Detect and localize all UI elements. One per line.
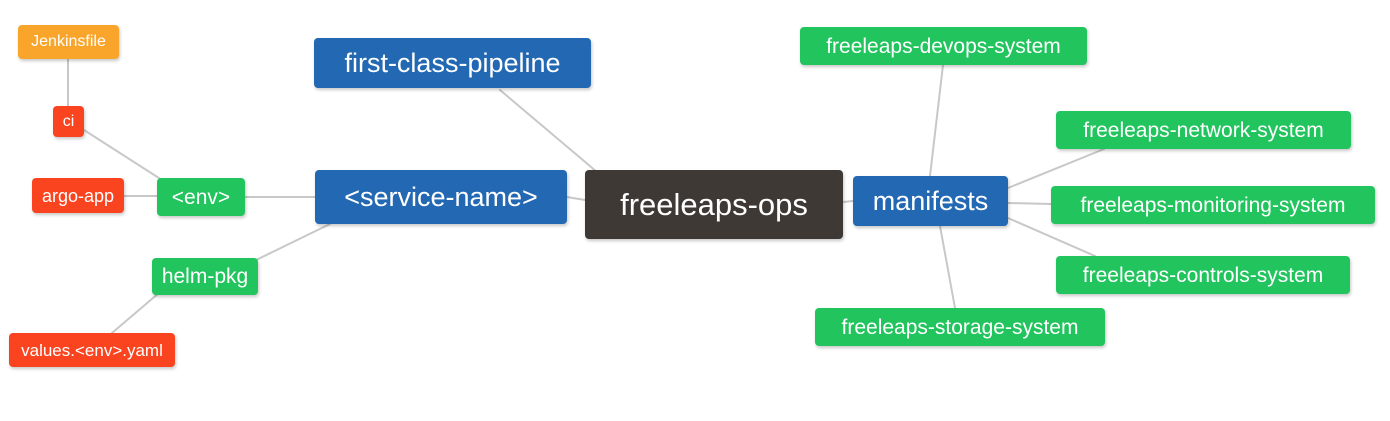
edge-freeleaps-ops-to-manifests — [842, 200, 854, 203]
node-label-jenkinsfile: Jenkinsfile — [31, 33, 106, 50]
node-helm-pkg[interactable]: helm-pkg — [152, 258, 258, 295]
node-label-ci: ci — [62, 112, 75, 130]
node-freeleaps-storage-system[interactable]: freeleaps-storage-system — [815, 308, 1105, 346]
edge-manifests-to-freeleaps-controls-system — [1007, 217, 1096, 257]
node-label-values-env-yaml: values.<env>.yaml — [21, 340, 163, 360]
node-label-helm-pkg: helm-pkg — [161, 265, 249, 288]
node-manifests[interactable]: manifests — [853, 176, 1008, 226]
node-service-name[interactable]: <service-name> — [315, 170, 567, 224]
node-first-class-pipeline[interactable]: first-class-pipeline — [314, 38, 591, 88]
node-ci[interactable]: ci — [53, 106, 84, 137]
edge-manifests-to-freeleaps-network-system — [1007, 148, 1105, 189]
edge-manifests-to-freeleaps-monitoring-system — [1007, 202, 1052, 205]
edge-helm-pkg-to-values-env-yaml — [111, 291, 161, 334]
node-label-argo-app: argo-app — [41, 185, 115, 206]
node-freeleaps-network-system[interactable]: freeleaps-network-system — [1056, 111, 1351, 149]
node-label-freeleaps-storage-system: freeleaps-storage-system — [841, 315, 1079, 339]
node-label-first-class-pipeline: first-class-pipeline — [344, 47, 561, 78]
edge-service-name-to-helm-pkg — [251, 223, 331, 263]
edge-env-to-ci — [83, 129, 163, 181]
node-freeleaps-devops-system[interactable]: freeleaps-devops-system — [800, 27, 1087, 65]
node-freeleaps-controls-system[interactable]: freeleaps-controls-system — [1056, 256, 1350, 294]
node-label-freeleaps-devops-system: freeleaps-devops-system — [826, 34, 1061, 58]
node-label-freeleaps-controls-system: freeleaps-controls-system — [1082, 263, 1324, 287]
node-values-env-yaml[interactable]: values.<env>.yaml — [9, 333, 175, 367]
edge-freeleaps-ops-to-service-name — [566, 196, 586, 201]
node-label-freeleaps-network-system: freeleaps-network-system — [1083, 118, 1324, 142]
node-freeleaps-monitoring-system[interactable]: freeleaps-monitoring-system — [1051, 186, 1375, 224]
edge-manifests-to-freeleaps-devops-system — [929, 64, 944, 177]
node-argo-app[interactable]: argo-app — [32, 178, 124, 213]
node-label-freeleaps-ops: freeleaps-ops — [620, 187, 808, 222]
node-jenkinsfile[interactable]: Jenkinsfile — [18, 25, 119, 59]
node-label-manifests: manifests — [872, 185, 989, 216]
node-env[interactable]: <env> — [157, 178, 245, 216]
node-label-freeleaps-monitoring-system: freeleaps-monitoring-system — [1080, 193, 1346, 217]
edge-freeleaps-ops-to-first-class-pipeline — [499, 89, 598, 173]
edge-manifests-to-freeleaps-storage-system — [939, 225, 956, 309]
node-label-service-name: <service-name> — [344, 181, 538, 212]
node-freeleaps-ops[interactable]: freeleaps-ops — [585, 170, 843, 239]
node-label-env: <env> — [171, 185, 231, 209]
